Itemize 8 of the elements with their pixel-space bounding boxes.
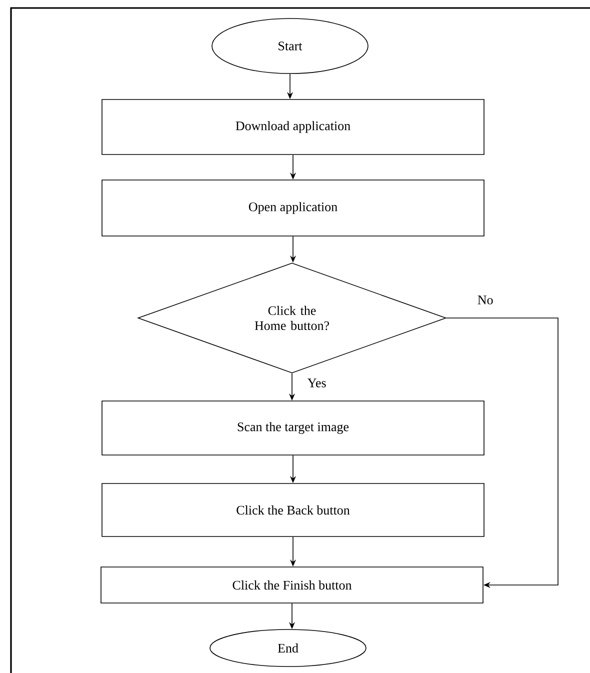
process-box: Scan the target image (102, 400, 484, 456)
process-box: Click the Finish button (100, 566, 484, 604)
edge-label: No (476, 294, 494, 306)
process-box: Download application (102, 99, 484, 155)
arrow (446, 318, 558, 588)
process-box: Click the Back button (102, 483, 484, 537)
edge-label: Yes (306, 378, 328, 388)
process-box: Open application (102, 180, 484, 236)
